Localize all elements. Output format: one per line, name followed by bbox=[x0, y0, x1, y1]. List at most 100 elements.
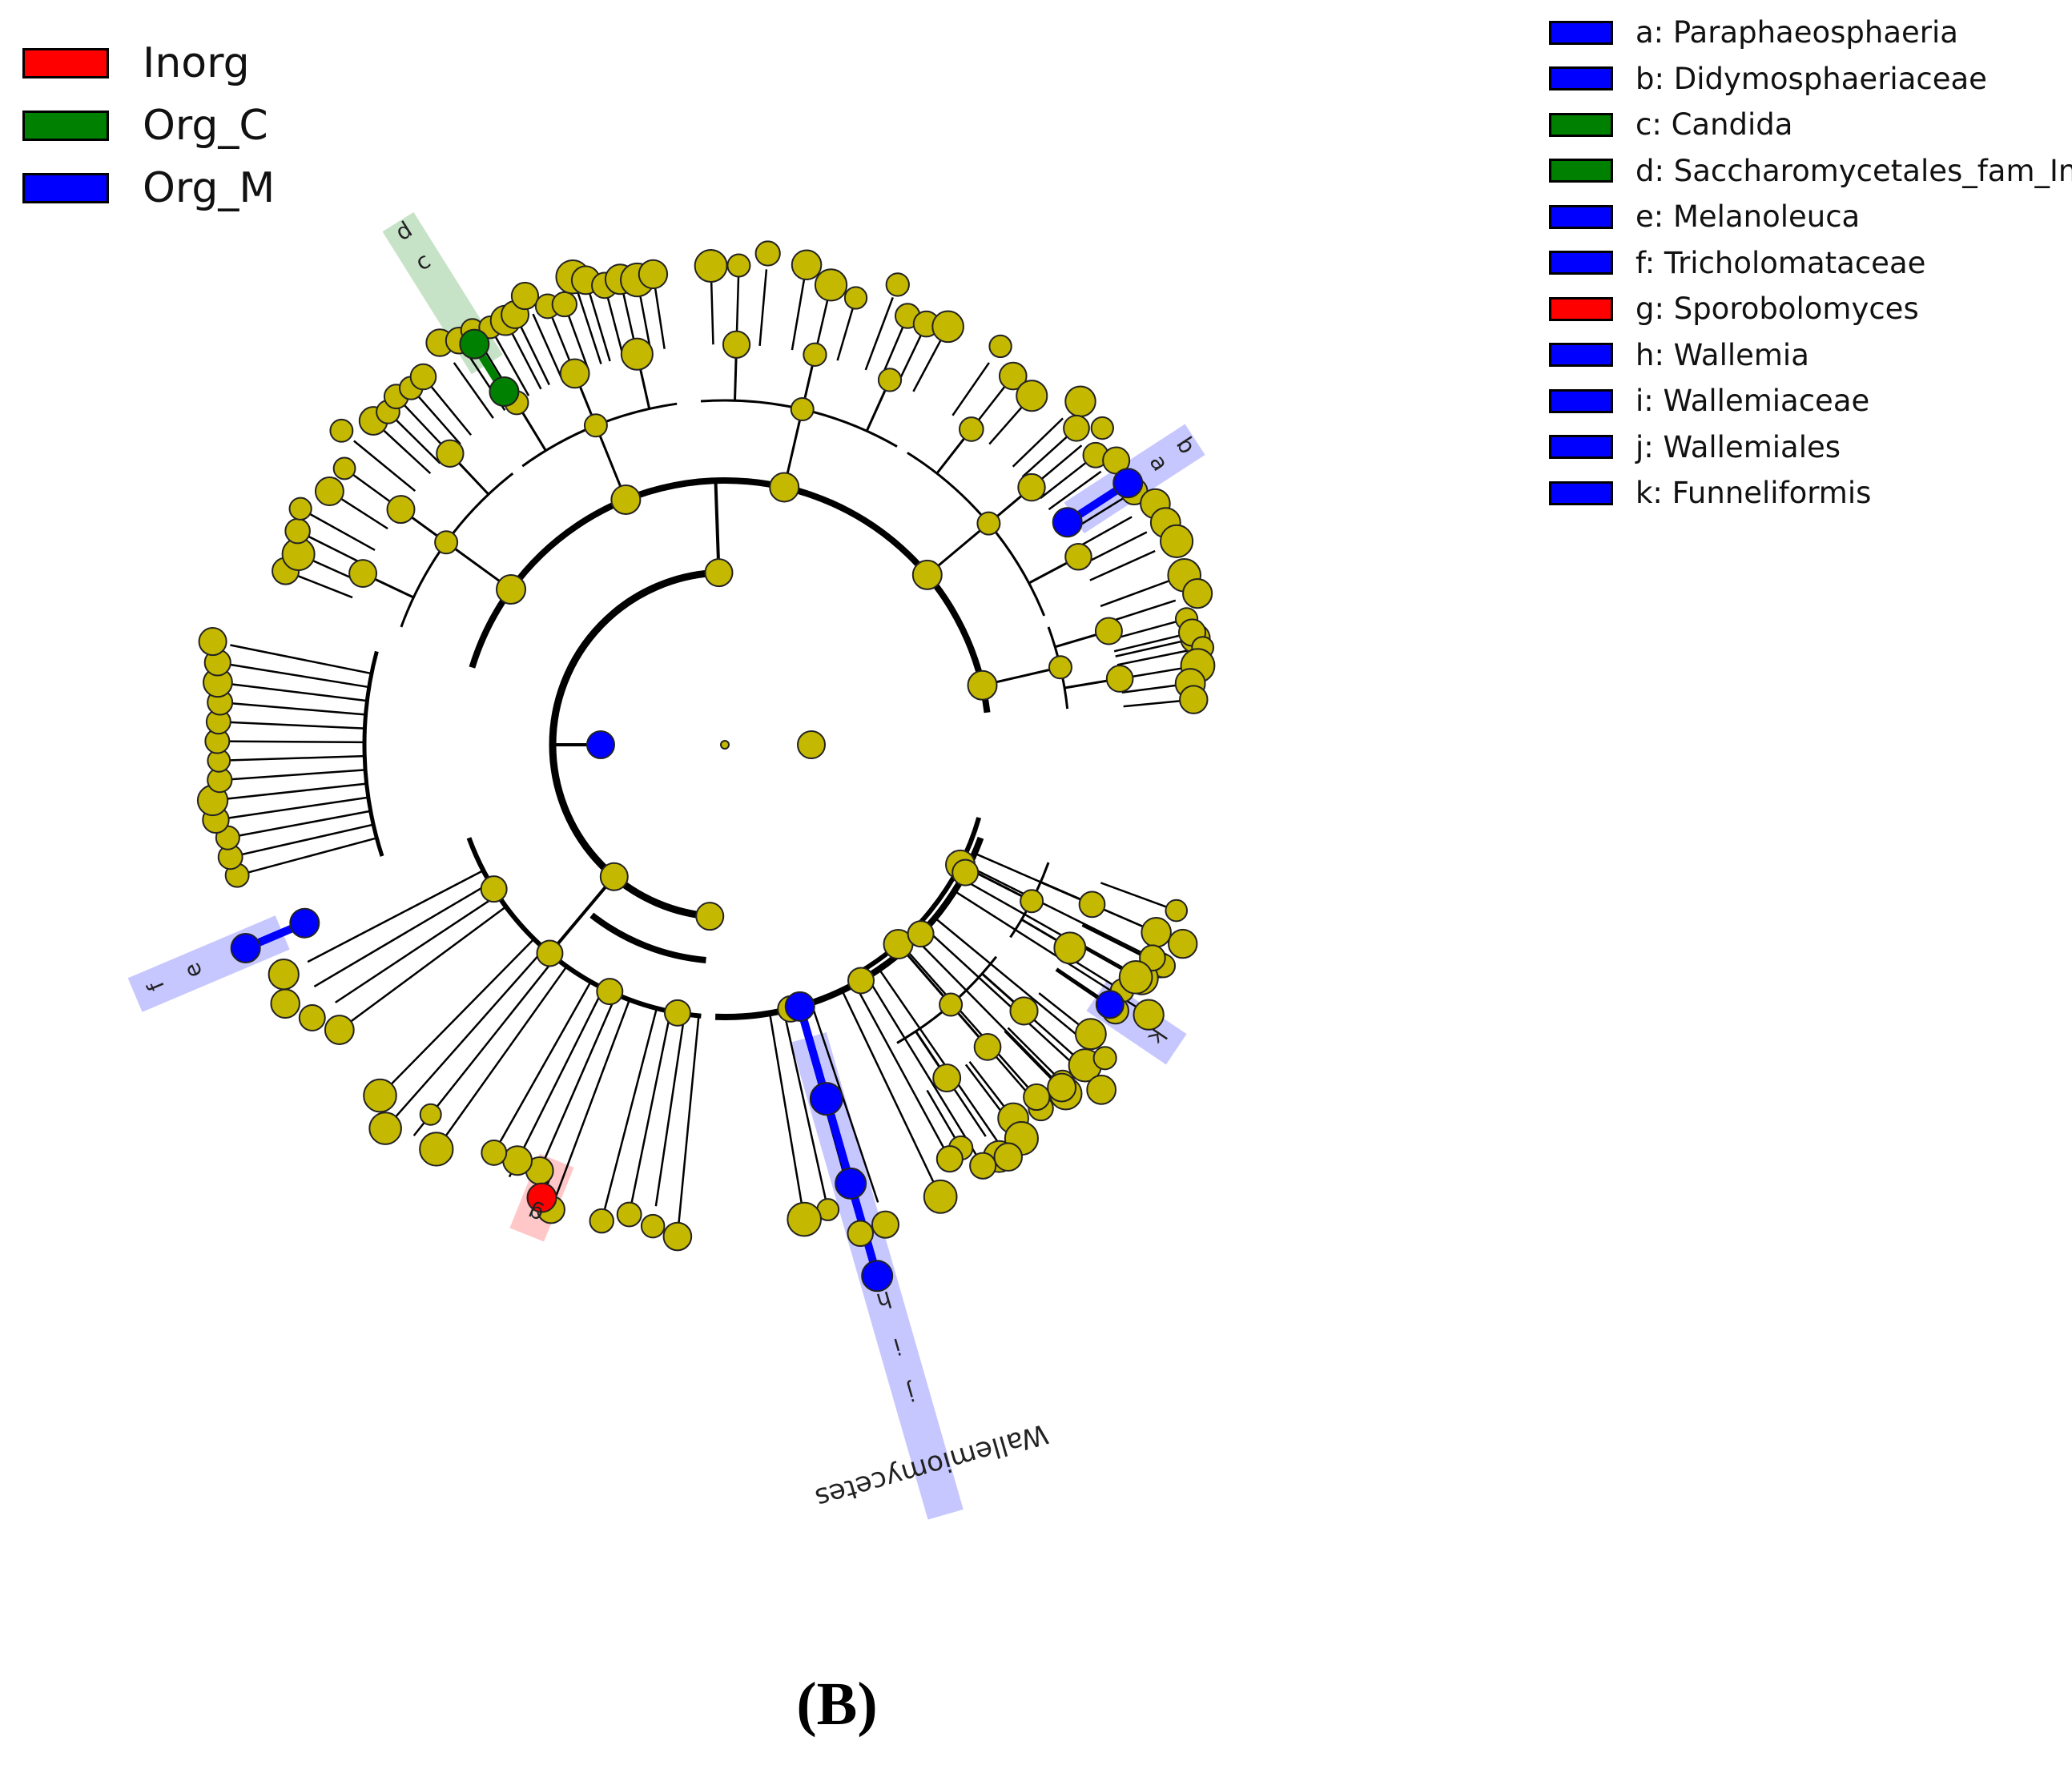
tree-edge bbox=[453, 362, 494, 419]
legend-label: Org_C bbox=[143, 102, 268, 150]
taxon-node bbox=[911, 559, 943, 590]
taxon-node bbox=[324, 1015, 355, 1045]
clade-node-j bbox=[809, 1082, 843, 1116]
tree-edge bbox=[553, 999, 631, 1203]
tree-edge bbox=[225, 796, 369, 820]
class-node-org-m bbox=[586, 730, 615, 759]
taxon-node bbox=[923, 1179, 958, 1214]
taxon-node bbox=[536, 939, 564, 967]
taxon-node bbox=[502, 1145, 533, 1176]
taxon-node bbox=[787, 1201, 822, 1237]
taxon-node bbox=[959, 416, 984, 442]
tree-edge bbox=[353, 440, 416, 493]
legend-swatch bbox=[1549, 388, 1613, 413]
clade-node-c bbox=[459, 328, 490, 360]
taxon-node bbox=[610, 484, 642, 516]
taxon-node bbox=[988, 334, 1012, 359]
tree-arc bbox=[469, 477, 991, 714]
taxon-node bbox=[726, 253, 751, 278]
legend-label: j: Wallemiales bbox=[1635, 429, 1841, 464]
tree-edge bbox=[954, 890, 1138, 1009]
taxon-node bbox=[1160, 524, 1194, 558]
taxon-node bbox=[814, 268, 848, 302]
taxon-node bbox=[935, 1145, 964, 1173]
taxon-node bbox=[298, 1004, 326, 1031]
tree-edge bbox=[768, 1013, 805, 1217]
tree-edge bbox=[300, 532, 368, 567]
taxon-node bbox=[1105, 665, 1134, 693]
clade-node-a bbox=[1112, 468, 1144, 499]
taxon-node bbox=[1047, 1072, 1077, 1103]
legend-label: b: Didymosphaeriaceae bbox=[1635, 61, 1987, 96]
tree-edge bbox=[627, 1011, 672, 1220]
taxon-node bbox=[931, 310, 964, 344]
taxon-node bbox=[932, 1063, 962, 1093]
taxon-node bbox=[1141, 916, 1172, 948]
taxon-node bbox=[268, 959, 300, 991]
tree-edge bbox=[587, 287, 611, 362]
taxa-legend-entry: h: Wallemia bbox=[1549, 332, 2072, 379]
tree-edge bbox=[380, 427, 432, 475]
taxon-node bbox=[847, 967, 875, 995]
taxon-node bbox=[877, 368, 903, 392]
taxon-node bbox=[1092, 1046, 1117, 1071]
tree-edge bbox=[810, 1003, 879, 1203]
taxa-legend-entry: i: Wallemiaceae bbox=[1549, 378, 2072, 424]
taxon-node bbox=[847, 1220, 874, 1248]
clade-node-h bbox=[861, 1260, 894, 1293]
clade-node-e bbox=[230, 932, 261, 963]
legend-label: a: Paraphaeosphaeria bbox=[1635, 15, 1958, 50]
taxon-node bbox=[386, 495, 416, 525]
taxon-node bbox=[1016, 380, 1048, 412]
tree-edge bbox=[1089, 549, 1156, 581]
tree-arc bbox=[589, 912, 706, 963]
figure-caption: (B) bbox=[796, 1670, 878, 1738]
clade-node-d bbox=[489, 376, 520, 408]
tree-edge bbox=[783, 1010, 829, 1208]
taxon-node bbox=[1048, 655, 1072, 680]
tree-edge bbox=[961, 878, 1141, 981]
tree-edge bbox=[377, 938, 535, 1099]
legend-label: i: Wallemiaceae bbox=[1635, 384, 1870, 419]
tree-edge bbox=[220, 754, 365, 762]
tree-edge bbox=[220, 721, 365, 730]
taxon-node bbox=[722, 330, 751, 359]
tree-edge bbox=[1073, 516, 1133, 550]
taxon-node bbox=[694, 249, 728, 283]
tree-edge bbox=[537, 994, 618, 1175]
taxon-node bbox=[1165, 899, 1189, 923]
taxon-node bbox=[1179, 685, 1209, 714]
clade-highlights bbox=[127, 211, 1205, 1520]
taxon-node bbox=[704, 558, 734, 588]
tree-edge bbox=[510, 331, 542, 390]
tree-edge bbox=[221, 769, 366, 782]
tree-edge bbox=[714, 480, 721, 573]
legend-swatch bbox=[1549, 251, 1613, 275]
taxon-node bbox=[769, 472, 800, 503]
taxa-legend-entry: a: Paraphaeosphaeria bbox=[1549, 10, 2072, 56]
tree-edge bbox=[291, 572, 353, 599]
taxon-node bbox=[1168, 928, 1198, 959]
tree-edge bbox=[335, 894, 499, 1003]
tree-edge bbox=[508, 987, 605, 1178]
root-node bbox=[720, 740, 730, 750]
tree-edge bbox=[1040, 457, 1092, 500]
taxon-node bbox=[1090, 416, 1114, 440]
taxon-node bbox=[754, 240, 781, 267]
taxa-legend-entry: d: Saccharomycetales_fam_In bbox=[1549, 148, 2072, 195]
tree-edge bbox=[1048, 470, 1102, 511]
taxon-node bbox=[496, 574, 527, 605]
tree-edge bbox=[1115, 637, 1193, 657]
tree-edge bbox=[841, 990, 942, 1198]
taxon-node bbox=[1094, 617, 1123, 645]
taxon-node bbox=[419, 1132, 454, 1167]
tree-edge bbox=[654, 285, 666, 349]
clade-node-g bbox=[526, 1182, 557, 1213]
taxon-node bbox=[871, 1210, 900, 1239]
clade-node-f bbox=[289, 907, 320, 939]
taxon-node bbox=[1118, 959, 1153, 995]
taxon-node bbox=[599, 862, 629, 891]
taxon-node bbox=[329, 418, 354, 443]
taxon-node bbox=[1074, 1018, 1107, 1051]
tree-edge bbox=[226, 663, 369, 689]
